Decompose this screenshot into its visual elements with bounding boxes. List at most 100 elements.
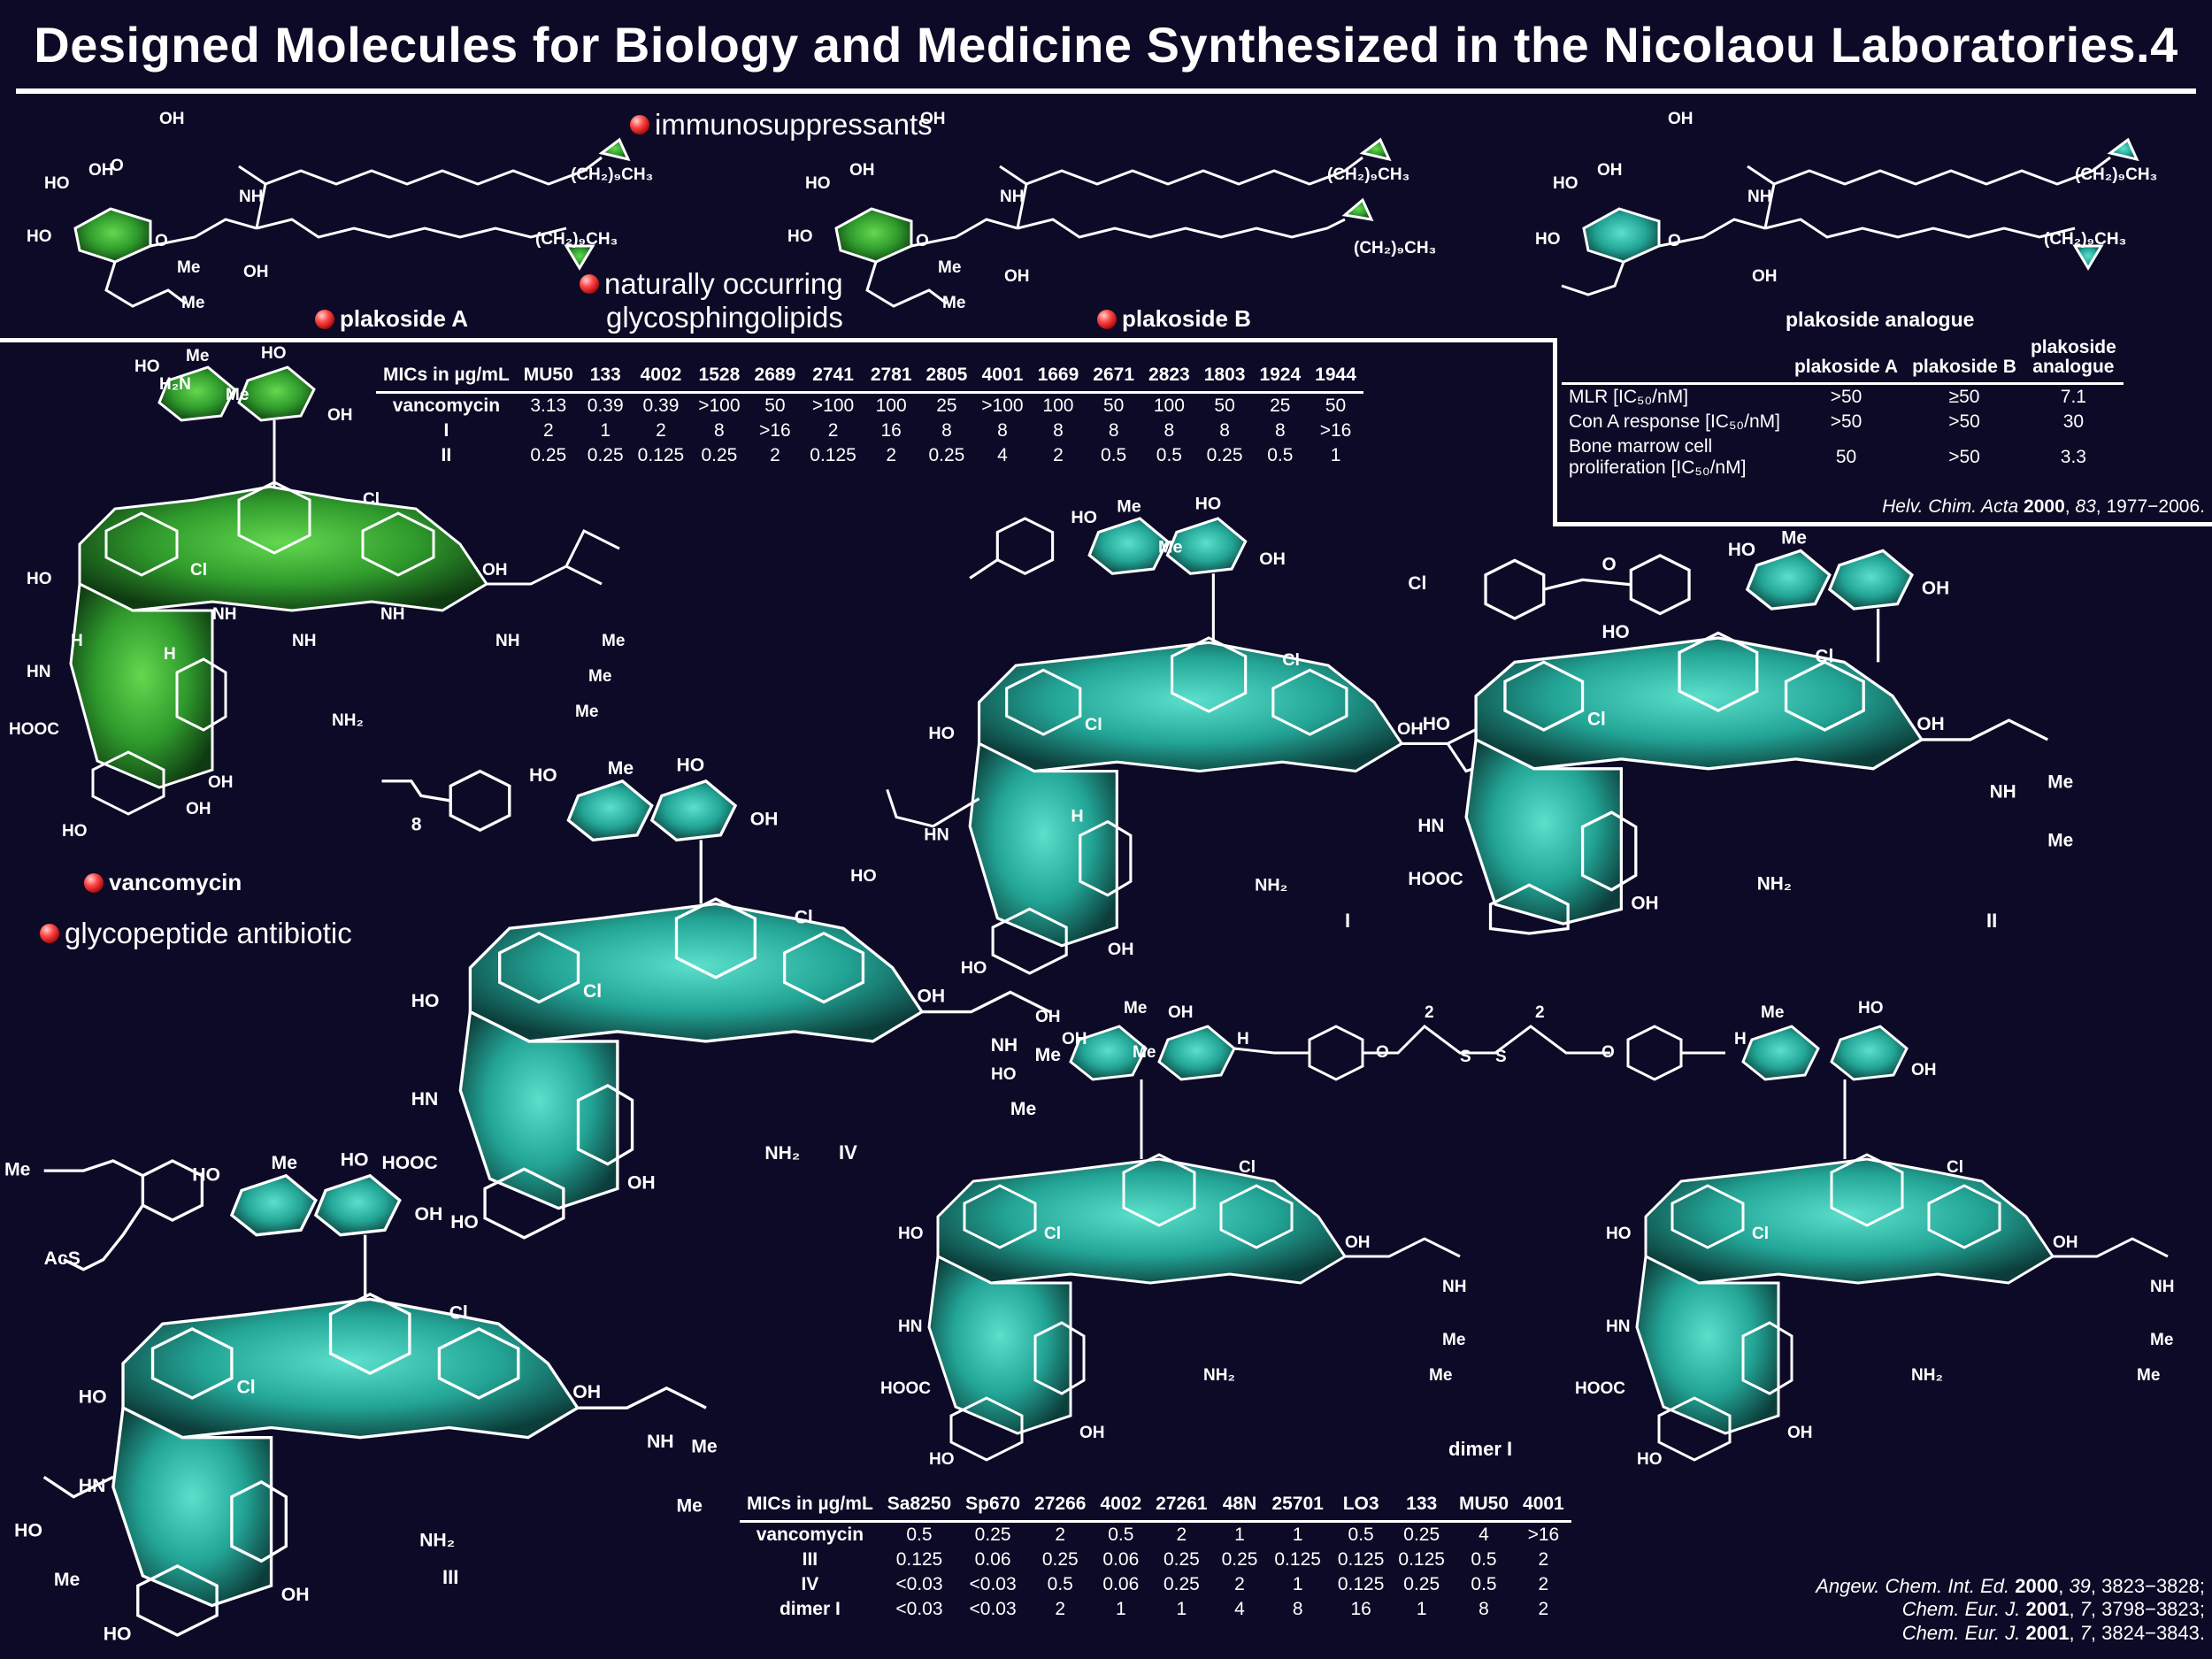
compound-label-II: II [1986,910,1998,932]
col-header: 2671 [1086,363,1142,394]
atom-label: NH [1990,782,2016,803]
vancomycin-structure: HO H₂N Me Me HO OH Cl Cl HO OH HN H H NH… [9,344,625,841]
table-cell: 1 [1234,1525,1245,1545]
label-vancomycin: vancomycin [84,869,242,896]
table-cell: 50 [1214,396,1235,416]
atom-label: OH [208,773,234,792]
atom-label: HO [1535,230,1561,249]
atom-label: NH [239,188,263,206]
atom-label: HO [805,174,831,193]
table-cell: 0.25 [974,1525,1011,1545]
table-cell: 0.125 [1398,1549,1445,1570]
atom-label: HO [62,822,88,841]
atom-label: HO [1553,174,1578,193]
title-rule [16,88,2196,94]
atom-label: OH [1916,714,1944,734]
atom-label: HO [991,1065,1017,1084]
table-cell: 1 [1176,1599,1187,1619]
atom-label: Me [602,632,625,650]
atom-label: NH₂ [764,1143,800,1164]
table-cell: 0.5 [1471,1574,1497,1594]
row-label: vancomycin [756,1525,864,1545]
table-cell: 0.125 [637,445,685,465]
col-header: 48N [1214,1492,1265,1523]
col-header: 2689 [747,363,803,394]
table-cell: 8 [1108,420,1119,441]
atom-label: OH [1004,267,1030,286]
page-title: Designed Molecules for Biology and Medic… [34,17,2178,73]
blank-header [1562,336,1787,386]
col-header: 4001 [1516,1492,1571,1523]
atom-label: O [111,157,124,175]
table-cell: 0.25 [587,445,624,465]
atom-label: OH [1631,894,1658,914]
label-plakoside-analogue: plakoside analogue [1786,308,1975,331]
table-cell: 25 [1270,396,1291,416]
col-header: 1669 [1030,363,1087,394]
atom-label: O [916,232,929,250]
row-label: dimer I [779,1599,841,1619]
table-cell: 50 [1325,396,1347,416]
table-cell: 0.39 [587,396,624,416]
table-cell: 2 [1055,1599,1066,1619]
atom-label: Me [177,258,200,277]
bullet-icon [40,924,59,943]
table-cell: 8 [1053,420,1064,441]
atom-label: OH [1168,1003,1194,1022]
atom-label: HOOC [1408,869,1463,889]
atom-label: Cl [1587,710,1606,730]
table-cell: 0.5 [906,1525,933,1545]
atom-label: Me [676,1495,703,1516]
atom-label: HO [27,570,52,588]
atom-label: HOOC [1575,1379,1625,1398]
table-cell: 1 [1292,1574,1303,1594]
atom-label: Me [575,703,598,721]
table-cell: 1 [1292,1525,1303,1545]
atom-label: O [1376,1043,1389,1062]
atom-label: 2 [1535,1003,1545,1022]
col-header: 1944 [1308,363,1363,394]
table-cell: 0.25 [1403,1525,1440,1545]
table-cell: 16 [1350,1599,1371,1619]
atom-label: OH [1922,579,1949,599]
atom-label: Cl [1085,715,1102,734]
atom-label: OH [1911,1061,1937,1079]
atom-label: HO [192,1164,220,1185]
atom-label: S [1495,1048,1507,1066]
table-cell: 0.25 [928,445,965,465]
citation-helv: Helv. Chim. Acta 2000, 83, 1977−2006. [1882,496,2205,517]
atom-label: NH [1000,188,1024,206]
table-cell: 8 [1219,420,1230,441]
table-cell: 2 [542,420,554,441]
table-cell: 1 [1330,445,1341,465]
atom-label: HO [14,1520,42,1540]
atom-label: Me [1429,1366,1452,1385]
atom-label: Me [2137,1366,2160,1385]
table-cell: 8 [714,420,725,441]
col-header: plakoside A [1786,336,1906,386]
table-cell: >16 [759,420,791,441]
atom-label: Me [691,1436,718,1456]
table-cell: 0.25 [1163,1574,1200,1594]
atom-label: OH [88,161,114,180]
mic-table-bottom-header: MICs in µg/mL Sa8250 Sp670 27266 4002 27… [740,1492,1571,1523]
atom-label: HO [134,357,160,376]
table-cell: 0.25 [1163,1549,1200,1570]
atom-label: OH [1597,161,1623,180]
atom-label: Me [1761,1003,1784,1022]
table-cell: 100 [1042,396,1074,416]
atom-label: HO [104,1624,132,1645]
table-cell: 2 [1053,445,1064,465]
atom-label: Me [2047,772,2073,793]
compound-label-IV: IV [839,1141,857,1164]
atom-label: Me [2047,830,2073,850]
table-cell: 2 [886,445,897,465]
atom-label: Me [1117,497,1141,517]
atom-label: OH [1079,1424,1105,1442]
row-label: III [802,1549,818,1570]
compound-II-structure: Cl O HO HO Me OH Cl Cl HO OH HN NH Me Me… [1408,528,2073,935]
atom-label: Me [54,1570,81,1590]
mic-header-label: MICs in µg/mL [740,1492,880,1523]
col-header: 27261 [1148,1492,1215,1523]
